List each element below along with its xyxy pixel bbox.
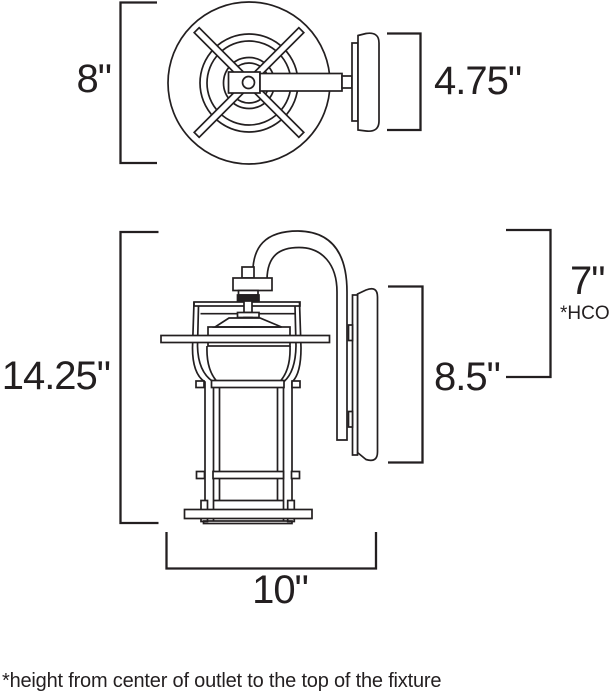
- arm-finial: [241, 266, 255, 279]
- dim-475in-bracket: [387, 32, 422, 132]
- front-view-drawing: [160, 230, 379, 525]
- ring-lower-left-tab: [195, 470, 206, 480]
- dimension-brackets: [119, 1, 552, 570]
- dim-10in-label: 10": [252, 568, 309, 612]
- plan-arm: [259, 72, 343, 92]
- dim-475in-label: 4.75": [434, 59, 522, 103]
- dim-85in-label: 8.5": [434, 355, 501, 399]
- cage-left-outer: [191, 301, 206, 521]
- arm-bracket: [232, 277, 273, 292]
- plan-backplate-collar: [351, 42, 359, 122]
- dim-8in-bracket: [119, 1, 157, 165]
- base-platform: [183, 508, 313, 520]
- ring-lower-right-tab: [290, 470, 301, 480]
- dim-85in-bracket: [388, 285, 424, 464]
- footnote: *height from center of outlet to the top…: [2, 670, 442, 692]
- dim-7in-label: 7": [570, 259, 605, 303]
- crossbar: [160, 334, 331, 344]
- dim-1425in-bracket: [119, 230, 159, 525]
- backplate-clip-bottom: [347, 410, 354, 428]
- hco-abbrev-label: *HCO: [560, 303, 610, 324]
- backplate-clip-top: [347, 324, 354, 342]
- ring-upper-left-tab: [195, 380, 205, 389]
- stem-neck: [243, 300, 253, 314]
- front-backplate: [356, 287, 379, 462]
- ring-upper: [210, 379, 285, 389]
- cap-trapezoid: [212, 317, 282, 328]
- plan-hub-hole: [241, 75, 256, 90]
- dim-8in-label: 8": [76, 57, 112, 101]
- dim-7in-bracket: [506, 228, 552, 379]
- dim-1425in-label: 14.25": [1, 354, 111, 398]
- plan-arm-connector: [341, 75, 353, 89]
- top-view-drawing: [167, 1, 380, 165]
- front-backplate-collar: [351, 294, 359, 456]
- plan-backplate: [357, 32, 380, 133]
- ring-upper-right-tab: [291, 380, 301, 389]
- gooseneck-arm: [252, 230, 348, 441]
- ring-lower: [212, 470, 285, 480]
- dim-10in-bracket: [165, 532, 378, 570]
- base-bottom: [202, 520, 293, 525]
- collar-band: [236, 294, 260, 302]
